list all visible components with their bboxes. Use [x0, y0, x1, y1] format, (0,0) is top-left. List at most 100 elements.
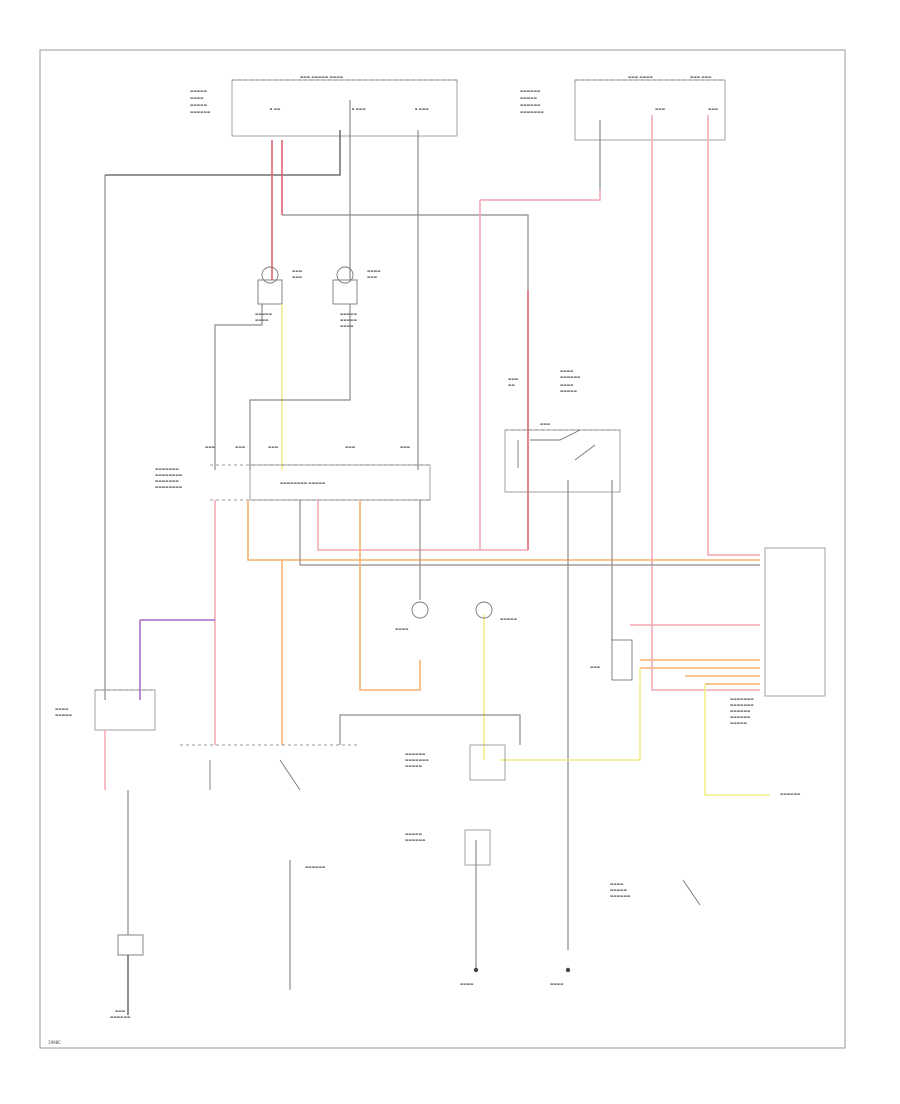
central-module: ▬▬▬▬▬▬▬▬ ▬▬▬▬▬ ▬▬▬▬▬▬▬ ▬▬▬▬▬▬▬▬ ▬▬▬▬▬▬▬ … — [155, 445, 431, 501]
wire-orange-lamp — [359, 500, 421, 691]
svg-text:▬▬▬: ▬▬▬ — [115, 1009, 126, 1013]
svg-text:▬▬▬▬▬▬: ▬▬▬▬▬▬ — [610, 894, 631, 898]
svg-text:▬▬▬: ▬▬▬ — [655, 107, 666, 111]
svg-text:▬▬▬▬▬: ▬▬▬▬▬ — [610, 888, 628, 892]
svg-text:▬▬: ▬▬ — [508, 383, 515, 387]
mid-switch-cluster: ▬▬▬▬▬▬ ▬▬▬▬▬▬▬ ▬▬▬▬▬ ▬▬▬▬▬ ▬▬▬▬▬▬ — [405, 744, 506, 866]
svg-text:▬▬▬▬: ▬▬▬▬ — [560, 383, 574, 387]
svg-text:▬▬▬▬▬▬▬: ▬▬▬▬▬▬▬ — [730, 697, 754, 701]
svg-text:▪ ▬▬▬: ▪ ▬▬▬ — [415, 107, 429, 111]
svg-text:▪ ▬▬▬: ▪ ▬▬▬ — [352, 107, 366, 111]
svg-text:▬▬▬: ▬▬▬ — [540, 422, 551, 426]
diagram-frame — [39, 49, 846, 1049]
indicator-lamp-2: ▬▬▬▬▬ — [475, 601, 518, 621]
svg-text:▬▬▬▬▬: ▬▬▬▬▬ — [255, 312, 273, 316]
svg-text:▬▬▬: ▬▬▬ — [292, 269, 303, 273]
svg-text:▬▬▬▬: ▬▬▬▬ — [610, 882, 624, 886]
svg-text:▬▬▬▬: ▬▬▬▬ — [55, 707, 69, 711]
ground-point-1 — [473, 967, 479, 973]
wire-pink-bus — [317, 500, 528, 551]
svg-text:▬▬▬▬: ▬▬▬▬ — [340, 324, 354, 328]
ground-label-1: ▬▬▬▬ — [460, 982, 474, 986]
svg-text:▬▬▬: ▬▬▬ — [235, 445, 246, 449]
wire-yellow-switch — [500, 668, 641, 761]
svg-text:▬▬▬▬▬▬: ▬▬▬▬▬▬ — [405, 838, 426, 842]
svg-text:▬▬▬▬▬▬: ▬▬▬▬▬▬ — [520, 89, 541, 93]
svg-text:▬▬▬▬▬: ▬▬▬▬▬ — [520, 96, 538, 100]
svg-text:▬▬▬▬▬▬▬: ▬▬▬▬▬▬▬ — [155, 479, 179, 483]
svg-text:▬▬▬▬▬▬: ▬▬▬▬▬▬ — [730, 709, 751, 713]
wire-fuse-2 — [651, 115, 760, 691]
svg-text:▬▬▬▬▬▬▬: ▬▬▬▬▬▬▬ — [730, 703, 754, 707]
svg-text:▬▬▬▬▬▬: ▬▬▬▬▬▬ — [730, 715, 751, 719]
switch-label: ▬▬▬▬▬▬ — [305, 865, 326, 869]
svg-text:▬▬▬▬▬▬▬: ▬▬▬▬▬▬▬ — [520, 110, 544, 114]
svg-text:▬▬▬▬▬▬▬▬ ▬▬▬▬▬: ▬▬▬▬▬▬▬▬ ▬▬▬▬▬ — [280, 481, 326, 485]
indicator-lamp-1: ▬▬▬▬ — [395, 601, 429, 631]
wire-purple — [139, 619, 215, 700]
svg-text:▬▬▬▬▬: ▬▬▬▬▬ — [340, 318, 358, 322]
svg-text:▪ ▬▬: ▪ ▬▬ — [270, 107, 281, 111]
svg-text:▬▬▬ ▬▬▬▬▬ ▬▬▬▬: ▬▬▬ ▬▬▬▬▬ ▬▬▬▬ — [300, 75, 344, 79]
fuse-relay-box: ▬▬▬ ▬▬▬▬ ▬▬▬ ▬▬▬ ▬▬▬▬▬▬ ▬▬▬▬▬ ▬▬▬▬▬▬ ▬▬▬… — [520, 75, 726, 141]
wire-gray-cross — [282, 214, 529, 290]
svg-text:▬▬▬: ▬▬▬ — [268, 445, 279, 449]
svg-text:▬▬▬▬▬▬: ▬▬▬▬▬▬ — [560, 375, 581, 379]
svg-text:▬▬▬▬▬: ▬▬▬▬▬ — [560, 389, 578, 393]
svg-text:▬▬▬▬▬: ▬▬▬▬▬ — [730, 721, 748, 725]
svg-text:▬▬▬▬▬▬▬▬: ▬▬▬▬▬▬▬▬ — [155, 485, 183, 489]
svg-text:▬▬▬▬▬: ▬▬▬▬▬ — [500, 617, 518, 621]
svg-text:▬▬▬▬▬: ▬▬▬▬▬ — [405, 832, 423, 836]
wire-ground-top — [105, 130, 341, 176]
svg-text:▬▬▬: ▬▬▬ — [708, 107, 719, 111]
wire-gray-bus — [299, 500, 760, 566]
svg-text:▬▬▬▬▬▬: ▬▬▬▬▬▬ — [190, 110, 211, 114]
svg-text:▬▬▬▬▬: ▬▬▬▬▬ — [190, 89, 208, 93]
svg-text:▬▬▬▬▬▬: ▬▬▬▬▬▬ — [110, 1015, 131, 1019]
svg-text:▬▬▬ ▬▬▬▬: ▬▬▬ ▬▬▬▬ — [628, 75, 654, 79]
headlight-switch-box: ▬▬▬ ▬▬▬▬▬ ▬▬▬▬ ▪ ▬▬ ▪ ▬▬▬ ▪ ▬▬▬ ▬▬▬▬▬ ▬▬… — [190, 75, 458, 137]
svg-text:▬▬▬▬▬: ▬▬▬▬▬ — [190, 103, 208, 107]
svg-text:▬▬▬▬▬▬: ▬▬▬▬▬▬ — [520, 103, 541, 107]
svg-text:▬▬▬▬▬▬▬: ▬▬▬▬▬▬▬ — [405, 758, 429, 762]
svg-text:▬▬▬: ▬▬▬ — [508, 377, 519, 381]
wire-gray-top-mid — [339, 714, 521, 745]
switch-contacts — [209, 759, 301, 791]
svg-text:▬▬▬▬: ▬▬▬▬ — [367, 269, 381, 273]
svg-text:▬▬▬: ▬▬▬ — [367, 275, 378, 279]
small-relay: ▬▬▬ — [590, 639, 633, 681]
svg-text:▬▬▬▬▬▬: ▬▬▬▬▬▬ — [405, 752, 426, 756]
svg-text:▬▬▬: ▬▬▬ — [400, 445, 411, 449]
bottom-right-switch: ▬▬▬▬ ▬▬▬▬▬ ▬▬▬▬▬▬ — [610, 879, 701, 906]
sensor-label: ▬▬▬▬▬▬ — [780, 792, 801, 796]
svg-text:▬▬▬▬: ▬▬▬▬ — [395, 627, 409, 631]
svg-text:▬▬▬: ▬▬▬ — [292, 275, 303, 279]
right-headlamp: ▬▬▬▬ ▬▬▬ ▬▬▬▬▬ ▬▬▬▬▬ ▬▬▬▬ — [332, 266, 381, 328]
svg-text:▬▬▬▬▬▬▬▬: ▬▬▬▬▬▬▬▬ — [155, 473, 183, 477]
svg-text:▬▬▬▬▬: ▬▬▬▬▬ — [405, 764, 423, 768]
svg-text:▬▬▬▬▬: ▬▬▬▬▬ — [340, 312, 358, 316]
svg-text:▬▬▬▬: ▬▬▬▬ — [190, 96, 204, 100]
wire-lamp-right — [249, 304, 351, 470]
ground-module-left: ▬▬▬ ▬▬▬▬▬▬ — [110, 934, 144, 1019]
wire-fuse-3 — [707, 115, 760, 556]
wire-pink-top — [480, 190, 601, 201]
wire-lamp-ground — [214, 304, 263, 470]
wire-yellow-sensor — [704, 684, 770, 796]
ground-label-2: ▬▬▬▬ — [550, 982, 564, 986]
svg-text:▬▬▬▬▬▬▬: ▬▬▬▬▬▬▬ — [155, 467, 179, 471]
left-switch: ▬▬▬▬ ▬▬▬▬▬ — [55, 689, 156, 731]
wire-orange-bus — [247, 500, 760, 561]
svg-text:▬▬▬▬▬: ▬▬▬▬▬ — [55, 713, 73, 717]
svg-text:▬▬▬ ▬▬▬: ▬▬▬ ▬▬▬ — [690, 75, 712, 79]
svg-text:▬▬▬: ▬▬▬ — [205, 445, 216, 449]
control-module-right: ▬▬▬▬▬▬▬ ▬▬▬▬▬▬▬ ▬▬▬▬▬▬ ▬▬▬▬▬▬ ▬▬▬▬▬ — [730, 547, 826, 725]
relay-component: ▬▬▬ ▬▬▬▬ ▬▬▬▬▬▬ ▬▬▬▬ ▬▬▬▬▬ ▬▬▬ ▬▬ — [504, 369, 621, 493]
svg-text:▬▬▬: ▬▬▬ — [590, 665, 601, 669]
svg-text:▬▬▬: ▬▬▬ — [345, 445, 356, 449]
footer-code: 1998C — [48, 1040, 61, 1045]
svg-text:▬▬▬▬: ▬▬▬▬ — [560, 369, 574, 373]
ground-point-2 — [565, 967, 571, 973]
